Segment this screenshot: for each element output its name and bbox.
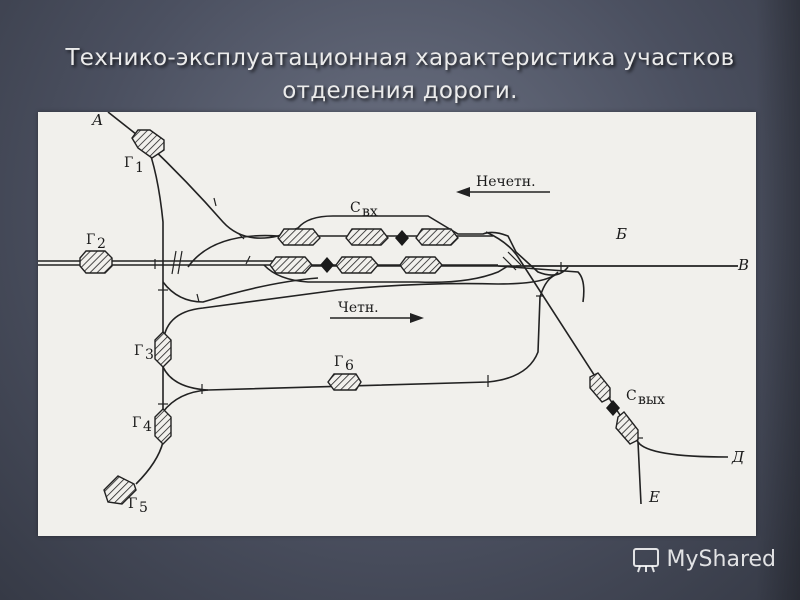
- svg-text:С: С: [350, 200, 361, 216]
- yard-label-g4: Г 4: [132, 415, 152, 435]
- signal-svx-upper: [395, 230, 409, 246]
- svg-text:Г: Г: [334, 354, 343, 370]
- yard-svyx-upper: [589, 372, 611, 403]
- yard-svx-upper-2: [345, 228, 389, 246]
- svg-text:2: 2: [97, 236, 106, 252]
- line-from-a: [107, 112, 279, 239]
- line-to-d: [637, 441, 729, 458]
- railway-scheme-diagram: А Б В Д Е Г 1 Г 2 Г 3 Г 4 Г 5 Г 6 С: [38, 112, 749, 516]
- yard-g2: [79, 250, 113, 274]
- line-g4-loop: [162, 389, 209, 413]
- slide-title-line-1: Технико-эксплуатационная характеристика …: [65, 45, 735, 71]
- slide-title: Технико-эксплуатационная характеристика …: [40, 42, 760, 108]
- slide-side-bar: [756, 0, 800, 600]
- railway-scheme-figure: А Б В Д Е Г 1 Г 2 Г 3 Г 4 Г 5 Г 6 С: [38, 112, 756, 536]
- svg-text:3: 3: [145, 347, 154, 363]
- line-b-to-v: [497, 265, 738, 303]
- svg-text:Г: Г: [134, 343, 143, 359]
- yard-svx-lower-1: [269, 256, 313, 274]
- yard-svx-upper-3: [415, 228, 459, 246]
- station-label-b: Б: [615, 225, 627, 243]
- svg-text:вых: вых: [638, 392, 665, 408]
- receiving-yard-upper-track: [187, 215, 569, 276]
- signal-svyx: [606, 400, 620, 416]
- yard-label-g1: Г 1: [124, 155, 144, 176]
- station-label-a: А: [91, 112, 103, 129]
- svg-text:Г: Г: [124, 155, 133, 171]
- line-through-g6: [162, 273, 559, 391]
- yard-g1: [131, 129, 165, 159]
- yard-label-g5: Г 5: [128, 496, 148, 516]
- svg-text:Г: Г: [86, 232, 95, 248]
- even-direction-arrow: [330, 313, 424, 323]
- yard-svx-upper-1: [277, 228, 321, 246]
- slide-title-line-2: отделения дороги.: [282, 78, 518, 104]
- svg-text:4: 4: [143, 419, 152, 435]
- svg-text:1: 1: [135, 160, 144, 176]
- yard-svyx-lower: [615, 410, 639, 445]
- yard-label-svyx: С вых: [626, 388, 665, 408]
- direction-label-odd: Нечетн.: [476, 174, 536, 190]
- svg-text:6: 6: [345, 358, 354, 374]
- yard-g4: [154, 408, 172, 445]
- svg-text:С: С: [626, 388, 637, 404]
- svg-text:вх: вх: [362, 204, 378, 220]
- station-label-v: В: [737, 256, 749, 274]
- signal-svx-lower: [320, 257, 334, 273]
- line-to-g3: [162, 277, 319, 303]
- yard-svx-lower-3: [399, 256, 443, 274]
- svg-text:5: 5: [139, 500, 148, 516]
- direction-label-even: Четн.: [338, 300, 379, 316]
- line-g3-upper: [162, 271, 559, 348]
- yard-label-g2: Г 2: [86, 232, 106, 252]
- watermark: MyShared: [631, 544, 776, 574]
- yard-g6: [327, 373, 362, 391]
- yard-svx-lower-2: [335, 256, 379, 274]
- yard-g5: [103, 475, 137, 505]
- svg-text:Г: Г: [132, 415, 141, 431]
- line-a-to-vertical: [145, 141, 164, 412]
- odd-direction-arrow: [456, 187, 550, 197]
- myshared-logo-icon: [632, 548, 659, 573]
- yard-label-svx: С вх: [350, 200, 378, 220]
- receiving-yard-lower-track: [263, 264, 509, 284]
- yard-label-g6: Г 6: [334, 354, 354, 374]
- yard-label-g3: Г 3: [134, 343, 154, 363]
- line-to-svyx: [485, 231, 642, 505]
- svg-text:Г: Г: [128, 496, 137, 512]
- station-label-e: Е: [648, 488, 660, 506]
- yard-g3: [154, 331, 172, 368]
- station-label-d: Д: [731, 448, 745, 466]
- watermark-text: MyShared: [666, 546, 776, 572]
